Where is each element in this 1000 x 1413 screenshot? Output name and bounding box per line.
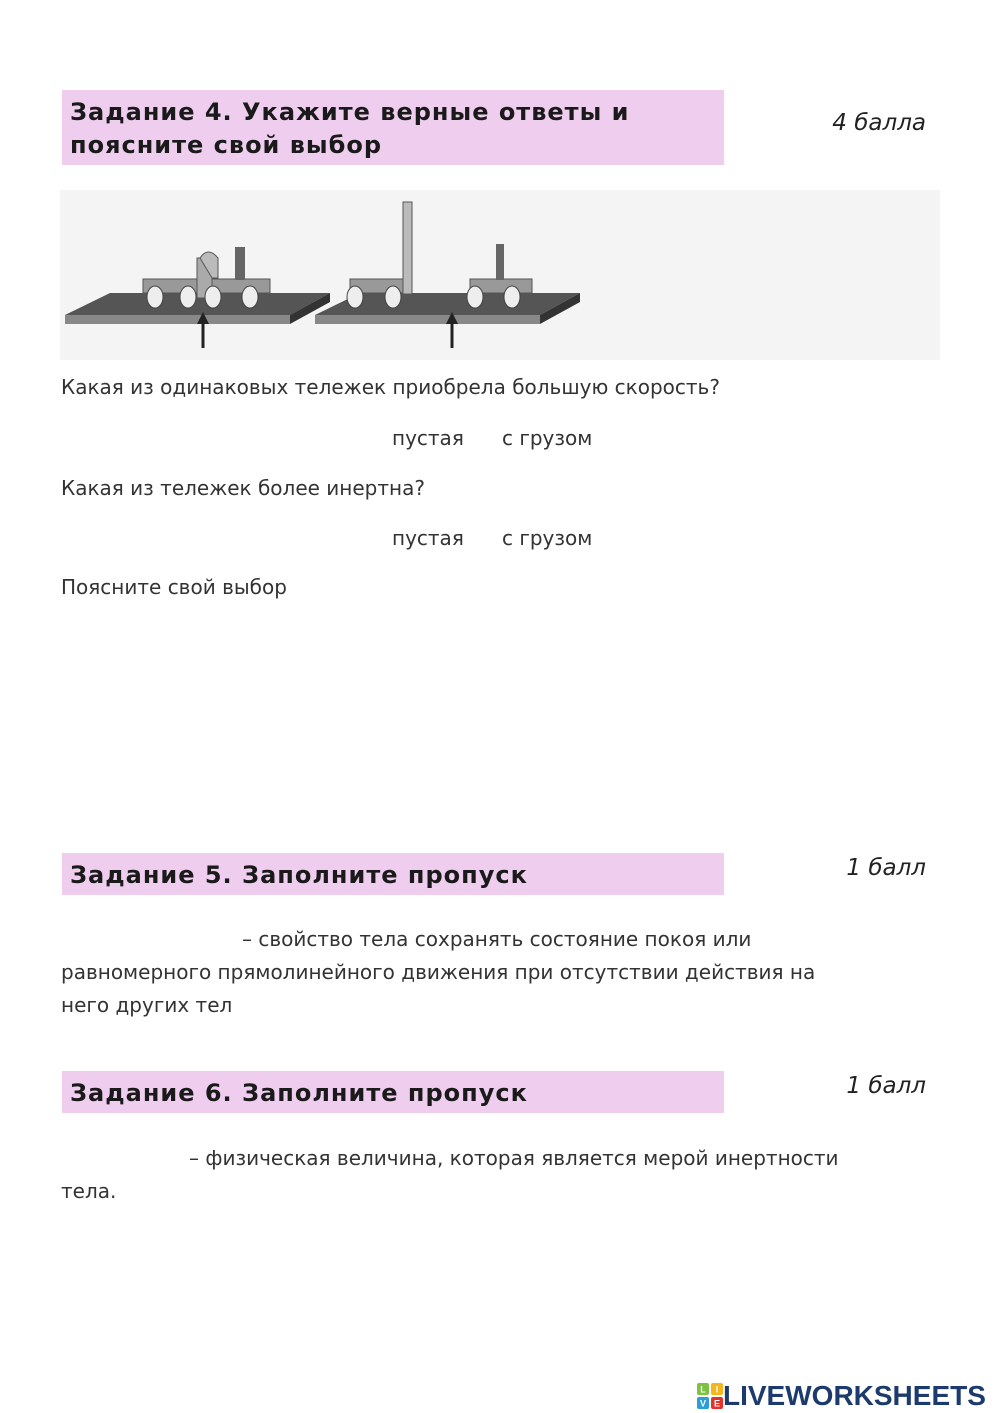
task5-title: Задание 5. Заполните пропуск bbox=[70, 861, 528, 889]
question-1: Какая из одинаковых тележек приобрела бо… bbox=[61, 375, 720, 399]
task6-line2: тела. bbox=[61, 1179, 117, 1203]
explain-answer-field[interactable] bbox=[61, 610, 935, 814]
q1-option-loaded[interactable]: с грузом bbox=[502, 426, 593, 450]
svg-text:I: I bbox=[716, 1385, 719, 1395]
svg-text:E: E bbox=[714, 1399, 720, 1409]
task5-points: 1 балл bbox=[846, 855, 926, 881]
task6-header: Задание 6. Заполните пропуск bbox=[62, 1071, 724, 1113]
task4-header: Задание 4. Укажите верные ответы и поясн… bbox=[62, 90, 724, 165]
carts-illustration bbox=[60, 190, 940, 360]
svg-text:L: L bbox=[700, 1385, 706, 1395]
task6-points: 1 балл bbox=[846, 1073, 926, 1099]
task5-line1: – свойство тела сохранять состояние поко… bbox=[242, 927, 752, 951]
task5-line3: него других тел bbox=[61, 993, 233, 1017]
explain-label: Поясните свой выбор bbox=[61, 575, 287, 599]
task4-points: 4 балла bbox=[832, 110, 926, 136]
task6-title: Задание 6. Заполните пропуск bbox=[70, 1079, 528, 1107]
q2-option-loaded[interactable]: с грузом bbox=[502, 526, 593, 550]
logo-text: LIVEWORKSHEETS bbox=[723, 1380, 986, 1411]
q1-option-empty[interactable]: пустая bbox=[392, 426, 464, 450]
task5-line2: равномерного прямолинейного движения при… bbox=[61, 960, 816, 984]
task5-header: Задание 5. Заполните пропуск bbox=[62, 853, 724, 895]
task6-line1: – физическая величина, которая является … bbox=[189, 1146, 839, 1170]
task4-title-line2: поясните свой выбор bbox=[70, 131, 383, 159]
task4-title-line1: Задание 4. Укажите верные ответы и bbox=[70, 98, 630, 126]
q2-option-empty[interactable]: пустая bbox=[392, 526, 464, 550]
question-2: Какая из тележек более инертна? bbox=[61, 476, 425, 500]
task6-answer-field[interactable] bbox=[61, 1145, 187, 1175]
svg-text:V: V bbox=[700, 1399, 706, 1409]
task5-answer-field[interactable] bbox=[61, 926, 240, 956]
